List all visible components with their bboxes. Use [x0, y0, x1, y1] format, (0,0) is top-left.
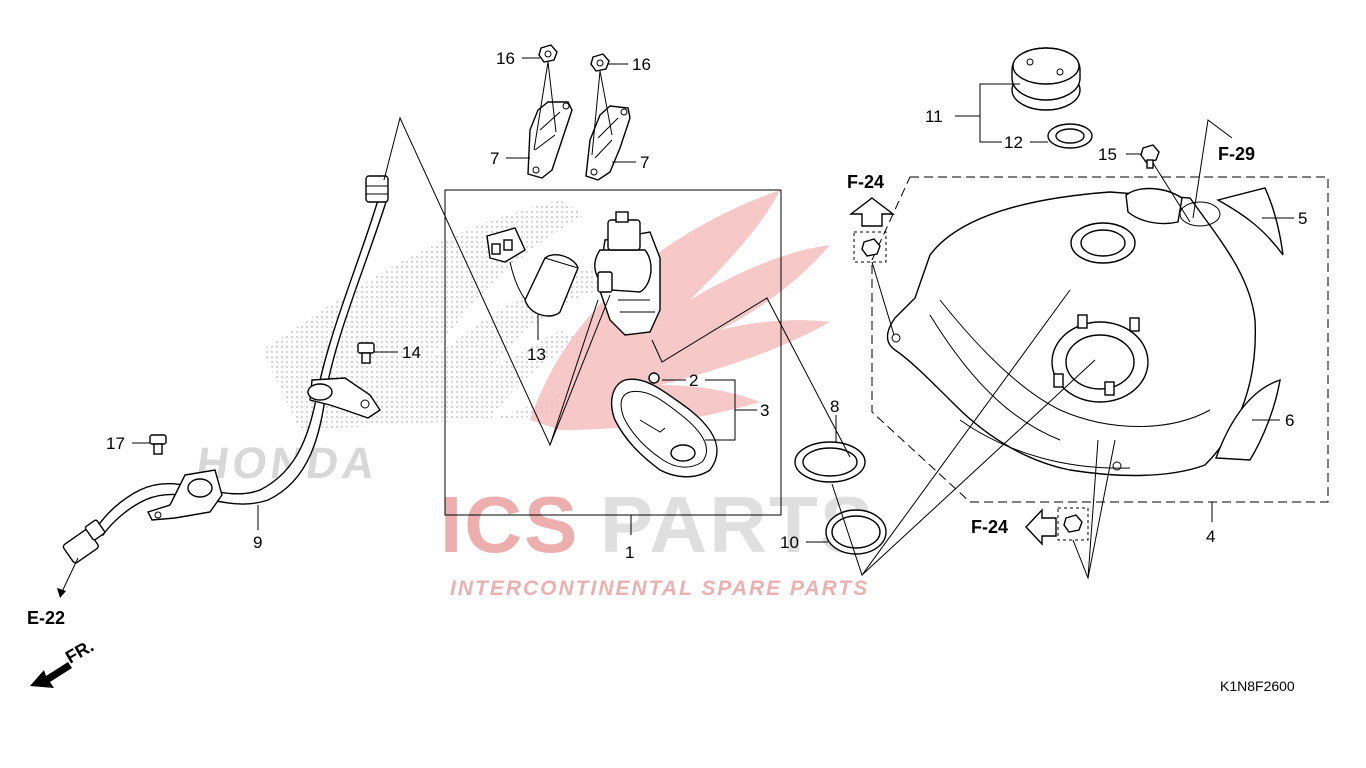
- gasket-12: [1047, 123, 1093, 149]
- fuel-tank-box: [871, 176, 1329, 503]
- part-number-labels: 1 2 3 4 5 6 7 7 8 9 10 11 12 13 14 15 16…: [106, 49, 1307, 562]
- ref-e22: E-22: [27, 608, 65, 628]
- fastener-f24-top: [853, 231, 887, 263]
- label-part-7-right: 7: [640, 153, 649, 172]
- bracket-7-left: [527, 101, 573, 179]
- bolt-15-icon: [1140, 144, 1160, 169]
- tank-rubber-6: [1215, 378, 1281, 461]
- fuel-hose-assembly: [62, 175, 389, 564]
- watermark: HONDA ICS PARTS INTERCONTINENTAL SPARE P…: [193, 190, 873, 600]
- label-part-7-left: 7: [490, 149, 499, 168]
- diagram-code: K1N8F2600: [1220, 678, 1295, 694]
- fuel-filter-13: [524, 254, 579, 317]
- hose-top-connector: [365, 175, 389, 203]
- nut-16-right-icon: [590, 53, 610, 72]
- label-part-14: 14: [402, 343, 421, 362]
- arrow-left-icon: [1025, 508, 1057, 546]
- fuel-cap-11: [1011, 47, 1081, 111]
- packing-10: [825, 509, 887, 555]
- bolt-17-icon: [149, 434, 167, 455]
- bracket-7-right: [585, 105, 631, 181]
- fuel-pump-group: [444, 189, 782, 516]
- tank-rubber-5: [1216, 187, 1284, 256]
- ref-f24-bottom: F-24: [971, 517, 1008, 537]
- label-part-15: 15: [1098, 145, 1117, 164]
- label-part-10: 10: [780, 533, 799, 552]
- watermark-brand-primary: ICS: [440, 480, 579, 569]
- bolt-14-icon: [357, 342, 375, 364]
- honda-wing-logo: [262, 200, 600, 430]
- label-part-2: 2: [689, 371, 698, 390]
- nut-16-left-icon: [538, 44, 558, 63]
- label-part-12: 12: [1004, 133, 1023, 152]
- ics-wing-logo: [530, 190, 830, 430]
- fuel-pump-box: [444, 189, 782, 516]
- ref-f24-top: F-24: [847, 172, 884, 192]
- packing-8: [794, 441, 866, 483]
- reference-labels: E-22 F-24 F-24 F-29: [27, 144, 1255, 628]
- label-part-9: 9: [253, 533, 262, 552]
- label-part-6: 6: [1285, 411, 1294, 430]
- ref-f29: F-29: [1218, 144, 1255, 164]
- label-part-13: 13: [527, 345, 546, 364]
- label-part-1: 1: [625, 543, 634, 562]
- label-part-16-left: 16: [496, 49, 515, 68]
- fuel-tank-assembly: [871, 176, 1329, 503]
- label-part-5: 5: [1298, 209, 1307, 228]
- label-part-8: 8: [830, 397, 839, 416]
- fastener-f24-bottom: [1057, 507, 1089, 541]
- label-part-4: 4: [1206, 527, 1215, 546]
- label-part-11: 11: [925, 107, 943, 126]
- watermark-tagline: INTERCONTINENTAL SPARE PARTS: [450, 577, 869, 600]
- leader-lines: [57, 57, 1294, 598]
- label-part-17: 17: [106, 434, 125, 453]
- arrow-up-icon: [848, 197, 896, 227]
- front-direction-arrow: FR.: [30, 636, 97, 688]
- label-part-3: 3: [760, 401, 769, 420]
- label-part-16-right: 16: [632, 55, 651, 74]
- o-ring-2: [648, 372, 660, 384]
